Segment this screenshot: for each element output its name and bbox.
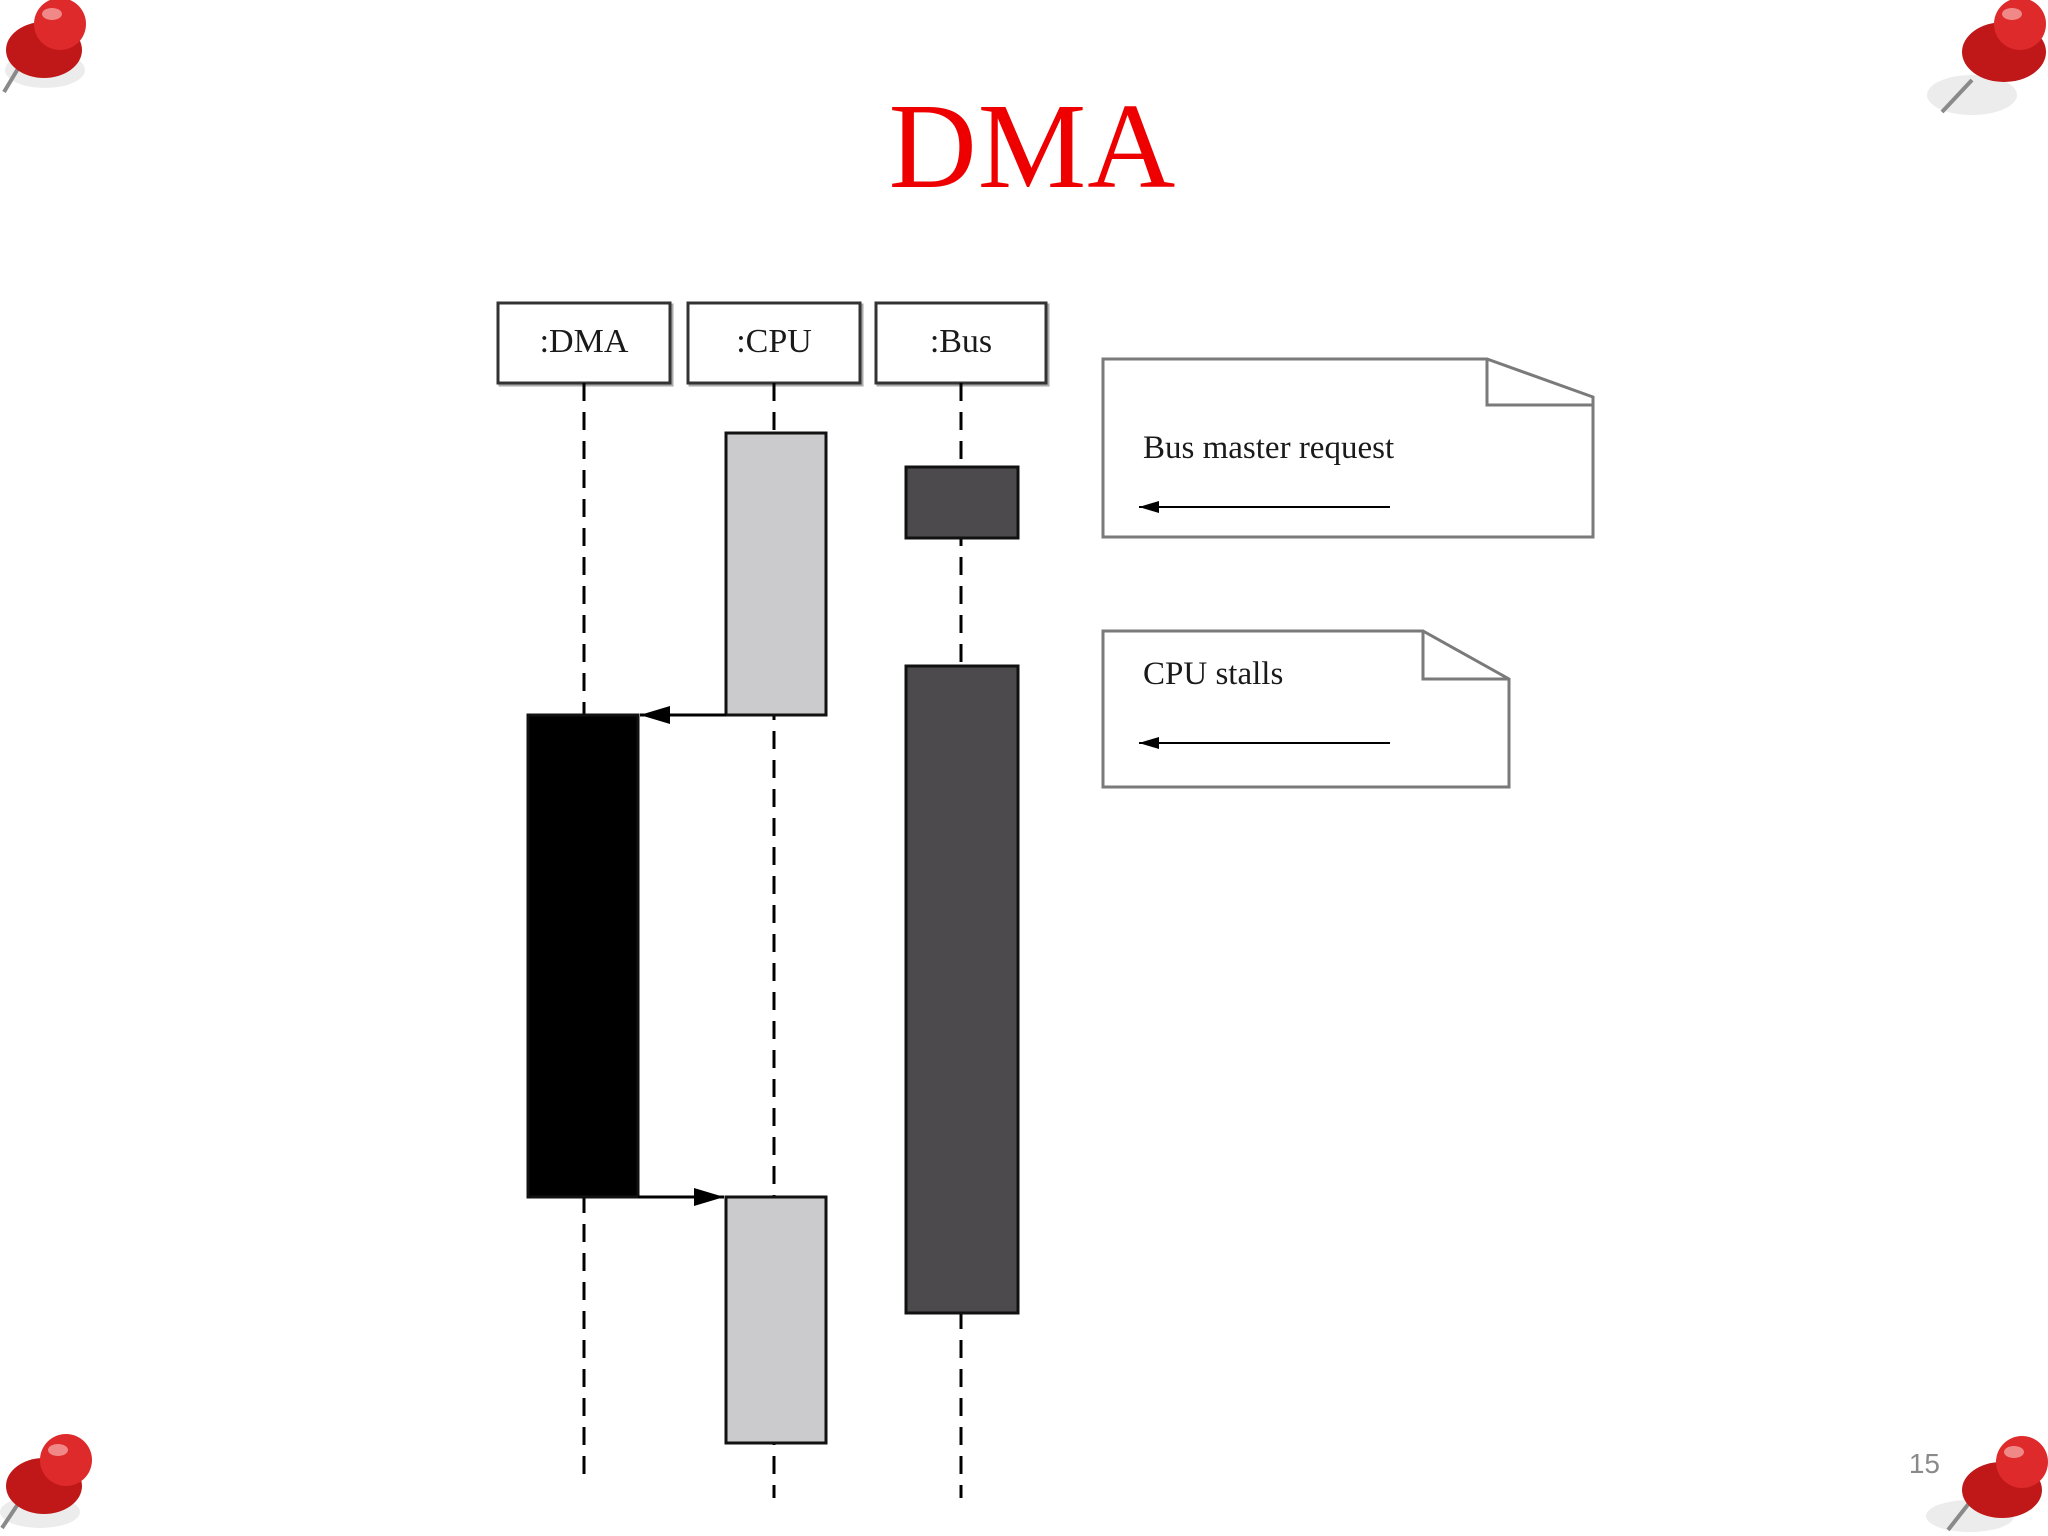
note-cpu-stalls-text: CPU stalls (1143, 656, 1283, 692)
lifeline-dma: :DMA (496, 301, 672, 1482)
note-cpu-stalls-fold (1421, 631, 1509, 681)
cpu-activation-1 (724, 431, 828, 717)
pushpin-top-right-icon (1927, 0, 2046, 115)
pushpin-bottom-left-icon (0, 1434, 92, 1530)
note-bus-master-request-fold (1485, 359, 1593, 407)
note-cpu-stalls-box (1101, 629, 1511, 789)
note-bus-master-request: Bus master request (1101, 357, 1595, 539)
lifeline-dma-label: :DMA (540, 323, 629, 360)
lifeline-dma-header (496, 301, 672, 385)
lifeline-bus-label: :Bus (930, 323, 992, 360)
lifeline-bus-header (874, 301, 1048, 385)
pushpin-top-left-icon (2, 0, 86, 94)
lifeline-cpu-label: :CPU (736, 323, 812, 360)
lifeline-cpu-header (686, 301, 862, 385)
bus-activation-request (904, 465, 1020, 540)
slide-number: 15 (1908, 1448, 1940, 1479)
pushpin-bottom-right-icon (1926, 1436, 2048, 1532)
cpu-activation-2 (724, 1195, 828, 1445)
note-bus-master-request-text: Bus master request (1143, 430, 1394, 466)
dma-activation (526, 713, 640, 1199)
bus-activation-stall (904, 664, 1020, 1315)
note-bus-master-request-box (1101, 357, 1595, 539)
note-cpu-stalls: CPU stalls (1101, 629, 1511, 789)
slide-title: DMA (888, 79, 1177, 214)
